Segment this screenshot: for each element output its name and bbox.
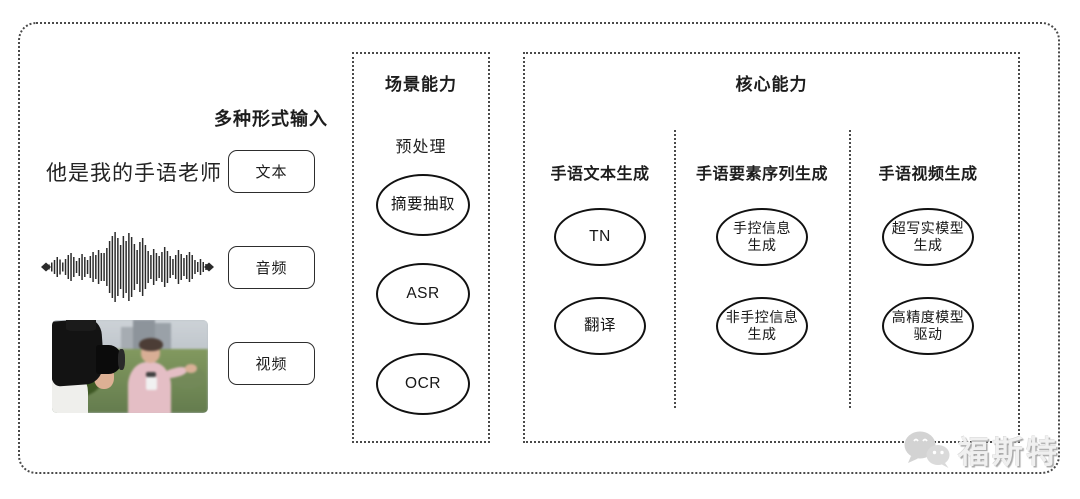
- node-summary-extraction: 摘要抽取: [376, 174, 470, 236]
- node-asr: ASR: [376, 263, 470, 325]
- sample-sentence-text: 他是我的手语老师: [46, 162, 222, 185]
- watermark-text: 福斯特: [958, 435, 1060, 470]
- column-divider: [849, 130, 851, 408]
- node-translation: 翻译: [554, 297, 646, 355]
- input-type-text-label: 文本: [255, 164, 288, 181]
- audio-waveform-icon: [41, 232, 214, 302]
- scene-capability-title: 场景能力: [385, 75, 457, 94]
- core-capability-title: 核心能力: [735, 75, 808, 94]
- node-manual-info-generation: 手控信息 生成: [716, 208, 808, 266]
- node-non-manual-info-generation: 非手控信息 生成: [716, 297, 808, 355]
- column-header-text-generation: 手语文本生成: [550, 166, 650, 183]
- video-thumbnail: [52, 320, 208, 413]
- input-type-video-label: 视频: [255, 356, 288, 373]
- node-ocr: OCR: [376, 353, 470, 415]
- column-divider: [674, 130, 676, 408]
- outer-dotted-border: [18, 22, 1060, 474]
- column-header-element-sequence-generation: 手语要素序列生成: [695, 166, 828, 183]
- scene-capability-box: 场景能力 预处理 摘要抽取 ASR OCR: [352, 52, 490, 443]
- node-high-precision-model-driving: 高精度模型 驱动: [882, 297, 974, 355]
- input-type-audio-label: 音频: [255, 260, 288, 277]
- node-hyperrealistic-model-generation: 超写实模型 生成: [882, 208, 974, 266]
- microphone: [145, 376, 158, 390]
- wechat-icon: [904, 431, 950, 468]
- column-header-video-generation: 手语视频生成: [878, 166, 978, 183]
- preprocess-label: 预处理: [395, 139, 447, 156]
- input-type-text: 文本: [228, 150, 315, 193]
- node-tn: TN: [554, 208, 646, 266]
- input-section-title: 多种形式输入: [214, 109, 328, 129]
- input-type-video: 视频: [228, 342, 315, 385]
- watermark: 福斯特: [902, 427, 1060, 472]
- core-capability-box: 核心能力 手语文本生成 手语要素序列生成 手语视频生成 TN 翻译 手控信息 生…: [523, 52, 1020, 443]
- input-type-audio: 音频: [228, 246, 315, 289]
